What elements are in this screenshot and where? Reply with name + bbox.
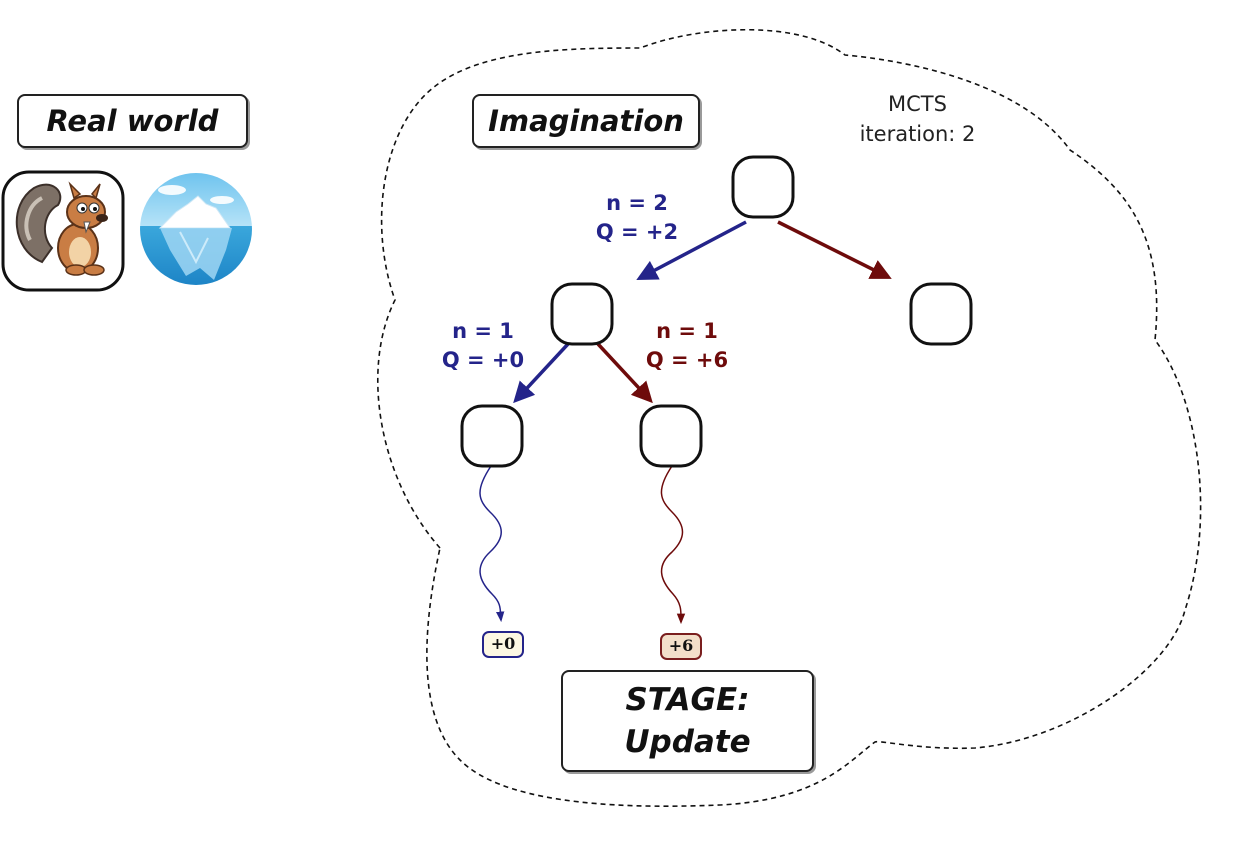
tree-node-leaf-right [639, 404, 703, 468]
real-world-label: Real world [17, 94, 248, 148]
mcts-iteration-info: MCTS iteration: 2 [820, 89, 1015, 149]
stage-title: STAGE: [625, 682, 750, 718]
imagination-label: Imagination [472, 94, 700, 148]
stage-name: Update [624, 724, 751, 760]
tree-node-root [731, 155, 795, 219]
rollout-left [479, 465, 505, 623]
edge-mid-right [596, 342, 653, 404]
tree-node-mid-right [909, 282, 973, 346]
visit-count: n = 2 [606, 191, 668, 215]
mcts-title: MCTS [888, 92, 947, 116]
tree-node-leaf-left [460, 404, 524, 468]
edge-stats-mid-left: n = 1 Q = +0 [418, 317, 548, 375]
edge-stats-mid-right: n = 1 Q = +6 [622, 317, 752, 375]
imagination-cloud-outline [377, 28, 1202, 807]
edge-root-right [777, 220, 892, 279]
mcts-iteration: iteration: 2 [859, 122, 976, 146]
edge-mid-left [513, 342, 570, 404]
stage-label: STAGE: Update [561, 670, 814, 772]
rollout-reward-left: +0 [482, 631, 524, 658]
q-value: Q = +6 [645, 348, 729, 372]
squirrel-icon [1, 170, 125, 292]
q-value: Q = +0 [441, 348, 525, 372]
rollout-right [660, 465, 686, 625]
tree-node-mid-left [550, 282, 614, 346]
visit-count: n = 1 [452, 319, 514, 343]
iceberg-icon [140, 173, 252, 285]
edge-stats-root-left: n = 2 Q = +2 [572, 189, 702, 247]
rollout-reward-right: +6 [660, 633, 702, 660]
q-value: Q = +2 [595, 220, 679, 244]
visit-count: n = 1 [656, 319, 718, 343]
edge-root-left [636, 220, 747, 280]
